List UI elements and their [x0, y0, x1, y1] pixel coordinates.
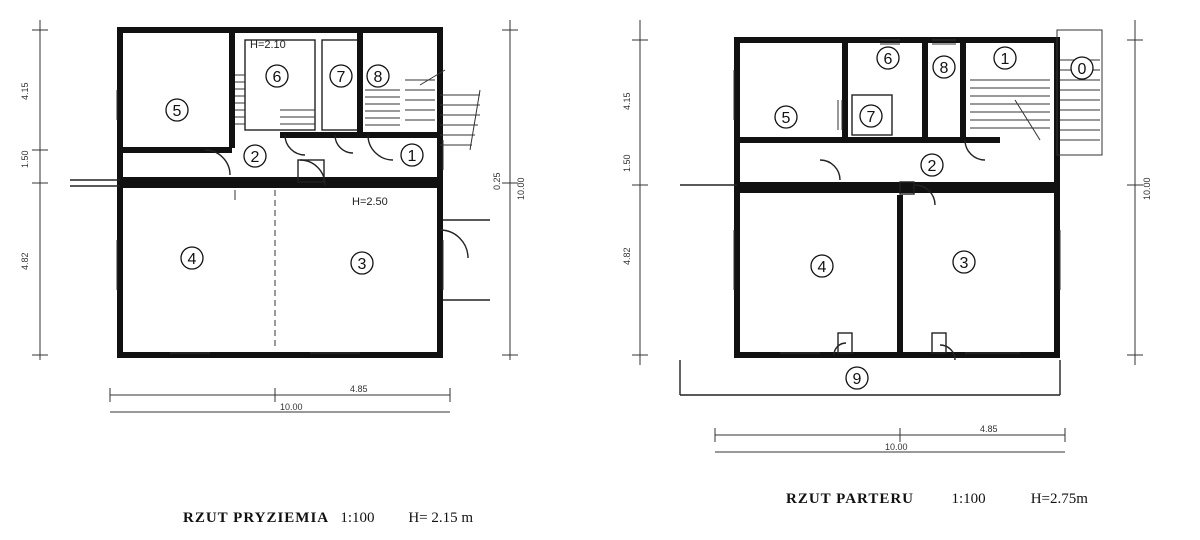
right-windows [733, 70, 1061, 354]
left-dim-vertical-1: 4.15 [20, 82, 30, 100]
left-room-5: 5 [165, 98, 189, 122]
left-room-6-outline [244, 39, 316, 131]
right-plan-scale: 1:100 [951, 491, 986, 507]
right-door-swing [939, 344, 956, 361]
left-room-6: 6 [265, 64, 289, 88]
right-dim-horizontal-1: 4.85 [980, 424, 998, 434]
right-room-9: 9 [845, 366, 869, 390]
left-dimension-lines [32, 20, 518, 413]
right-plan-height: H=2.75m [1030, 491, 1088, 507]
left-dim-horizontal-1: 4.85 [350, 384, 368, 394]
right-plan-title: RZUT PARTERU [786, 491, 915, 507]
right-floor-plan: 0 1 6 8 7 5 2 4 3 9 4.15 1.50 4.82 10.00… [622, 20, 1152, 453]
left-height-note-main: H=2.50 [352, 196, 388, 208]
left-room-3-label: 3 [358, 256, 367, 273]
right-plan-caption: RZUT PARTERU 1:100 H=2.75m [786, 491, 1088, 508]
left-floor-plan: 5 6 7 8 2 1 4 3 H=2.10 H=2.50 4.15 1.50 … [20, 20, 526, 413]
right-room-8: 8 [932, 55, 956, 79]
right-room-3: 3 [952, 250, 976, 274]
right-room-6-label: 6 [884, 51, 893, 68]
right-window-door [931, 332, 947, 354]
right-room-4: 4 [810, 254, 834, 278]
right-door-swing [914, 184, 936, 206]
left-room-8-label: 8 [374, 69, 383, 86]
left-height-note-small: H=2.10 [250, 39, 286, 51]
left-door-swing [367, 134, 394, 161]
left-door-swing [204, 149, 231, 176]
right-radiators [837, 39, 956, 130]
left-room-5-label: 5 [173, 103, 182, 120]
left-room-8: 8 [366, 64, 390, 88]
right-dim-vertical-1: 4.15 [622, 92, 632, 110]
left-plan-title: RZUT PRYZIEMIA [183, 510, 330, 526]
left-dim-vertical-5: 0.25 [492, 172, 502, 190]
right-room-8-label: 8 [940, 60, 949, 77]
right-room-3-label: 3 [960, 255, 969, 272]
left-room-4: 4 [180, 246, 204, 270]
left-room-3: 3 [350, 251, 374, 275]
right-room-5: 5 [774, 105, 798, 129]
right-door-swing [819, 159, 841, 181]
left-room-1-label: 1 [408, 148, 417, 165]
left-stairs [365, 69, 481, 151]
right-room-1: 1 [993, 46, 1017, 70]
right-dim-horizontal-total: 10.00 [885, 442, 908, 452]
right-dim-vertical-2: 1.50 [622, 154, 632, 172]
right-door-swing [964, 139, 986, 161]
left-room-1: 1 [400, 143, 424, 167]
left-chimney [297, 159, 325, 183]
left-room-6-label: 6 [273, 69, 282, 86]
right-chimney [899, 181, 915, 195]
left-windows [116, 90, 444, 354]
left-door-swing [284, 134, 306, 156]
left-plan-height: H= 2.15 m [408, 510, 474, 526]
left-lower-block [117, 182, 443, 358]
left-room-2-label: 2 [251, 149, 260, 166]
left-room-2: 2 [243, 144, 267, 168]
right-dimension-lines [632, 20, 1143, 453]
right-room-1-label: 1 [1001, 51, 1010, 68]
left-room-7-label: 7 [337, 69, 346, 86]
right-room-2: 2 [920, 153, 944, 177]
right-room-7-label: 7 [867, 109, 876, 126]
right-room-7: 7 [859, 104, 883, 128]
left-room-4-label: 4 [188, 251, 197, 268]
right-window-door [837, 332, 853, 354]
right-stairs [970, 29, 1103, 156]
right-room-2-label: 2 [928, 158, 937, 175]
left-dim-vertical-2: 1.50 [20, 150, 30, 168]
right-room-7-outline [851, 94, 893, 136]
left-room-7: 7 [329, 64, 353, 88]
left-plan-scale: 1:100 [340, 510, 375, 526]
right-room-0-label: 0 [1078, 61, 1087, 78]
left-dim-vertical-4: 10.00 [516, 177, 526, 200]
right-room-6: 6 [876, 46, 900, 70]
left-door-swing [439, 229, 469, 259]
right-dim-vertical-3: 4.82 [622, 247, 632, 265]
left-radiator [235, 74, 315, 125]
right-dim-vertical-4: 10.00 [1142, 177, 1152, 200]
right-room-4-label: 4 [818, 259, 827, 276]
left-dim-vertical-3: 4.82 [20, 252, 30, 270]
right-room-5-label: 5 [782, 110, 791, 127]
left-dim-horizontal-total: 10.00 [280, 402, 303, 412]
right-room-9-label: 9 [853, 371, 862, 388]
left-plan-caption: RZUT PRYZIEMIA 1:100 H= 2.15 m [183, 510, 473, 527]
right-room-0: 0 [1070, 56, 1094, 80]
left-door-swing [334, 134, 354, 154]
